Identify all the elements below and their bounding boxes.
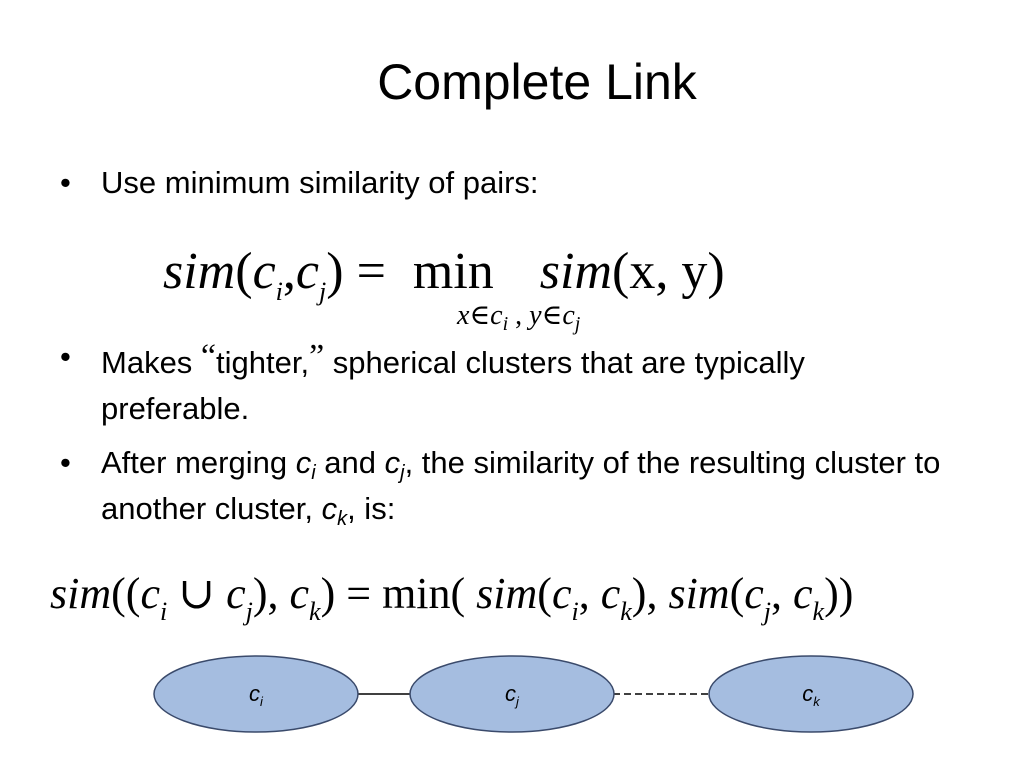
bullet-text: Makes “tighter,” spherical clusters that… xyxy=(101,338,805,426)
bullet-2: • Makes “tighter,” spherical clusters th… xyxy=(60,334,960,432)
formula-merge-similarity: sim((ci ∪ cj), ck) = min( sim(ci, ck), s… xyxy=(50,569,854,626)
bullet-text: Use minimum similarity of pairs: xyxy=(101,165,539,200)
bullet-1: • Use minimum similarity of pairs: xyxy=(60,160,960,206)
cluster-label-ck: ck xyxy=(802,681,820,709)
bullet-3: • After merging ci and cj, the similarit… xyxy=(60,440,960,532)
cluster-label-cj: cj xyxy=(505,681,519,709)
cluster-label-ci: ci xyxy=(249,681,263,709)
bullet-marker: • xyxy=(60,339,71,374)
cluster-node-ci xyxy=(153,655,359,733)
slide-title: Complete Link xyxy=(377,54,697,110)
bullet-marker: • xyxy=(60,165,71,200)
bullet-text: After merging ci and cj, the similarity … xyxy=(101,445,941,530)
bullet-marker: • xyxy=(60,445,71,480)
cluster-node-cj xyxy=(409,655,615,733)
cluster-diagram xyxy=(153,655,914,733)
cluster-node-ck xyxy=(708,655,914,733)
formula-min-subscript: x∈ci , y∈cj xyxy=(457,300,581,335)
